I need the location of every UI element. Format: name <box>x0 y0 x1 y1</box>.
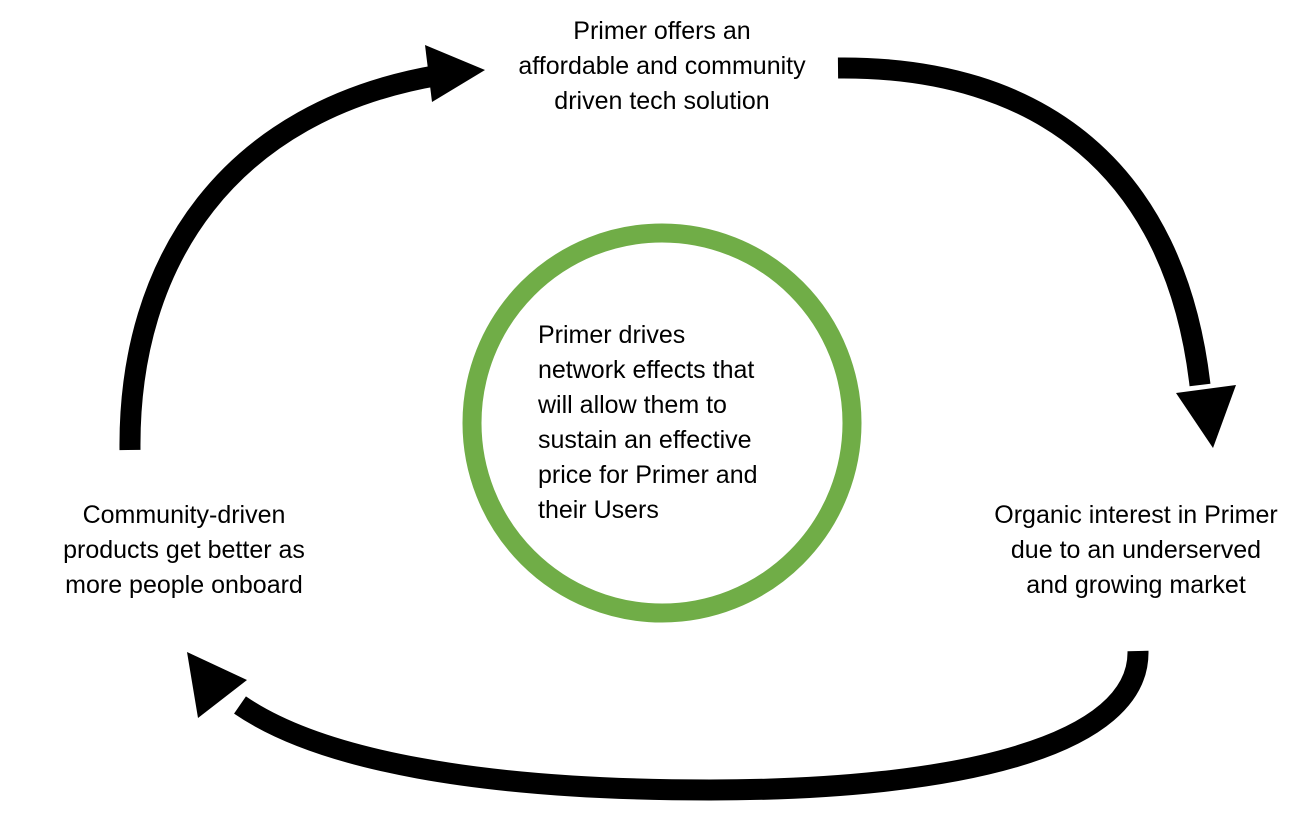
arrow-top-to-right-head <box>1176 385 1236 448</box>
arrow-top-to-right-shaft <box>837 57 1211 387</box>
arrow-right-to-left <box>187 650 1149 801</box>
arrow-left-to-top-head <box>425 45 485 102</box>
step-top-text: Primer offers an affordable and communit… <box>518 17 806 115</box>
arrow-right-to-left-head <box>187 652 247 718</box>
arrow-right-to-left-shaft <box>234 650 1149 801</box>
step-right-text: Organic interest in Primer due to an und… <box>994 501 1278 599</box>
arrow-top-to-right <box>837 57 1236 448</box>
arrow-left-to-top <box>119 45 485 451</box>
step-left-text: Community-driven products get better as … <box>63 501 305 599</box>
center-ring <box>462 223 862 623</box>
center-text: Primer drives network effects that will … <box>538 321 758 524</box>
arrow-left-to-top-shaft <box>119 64 442 451</box>
